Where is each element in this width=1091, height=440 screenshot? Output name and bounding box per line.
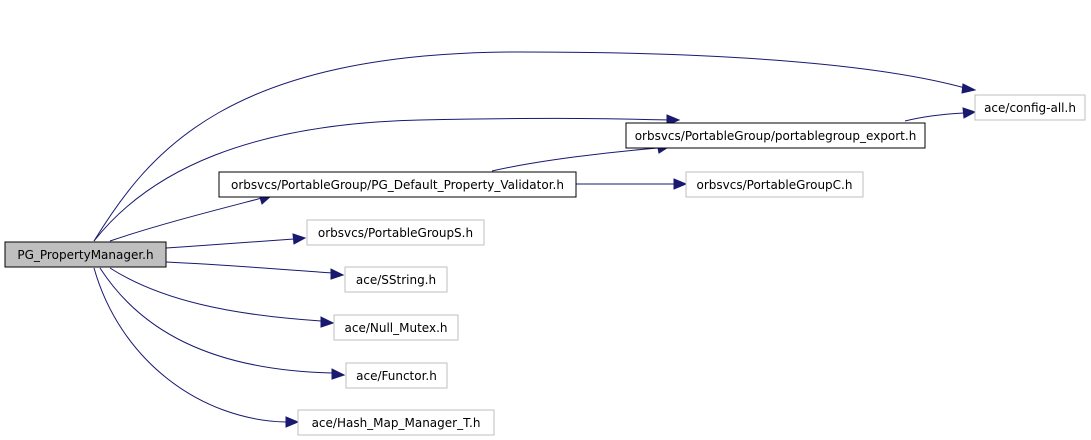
node-sstring[interactable]: ace/SString.h: [344, 266, 448, 293]
node-sstring-label: ace/SString.h: [356, 273, 436, 287]
edge-validator-to-groupc: [576, 178, 688, 190]
node-portablegroup-export[interactable]: orbsvcs/PortableGroup/portablegroup_expo…: [625, 122, 926, 149]
node-portablegroup-export-label: orbsvcs/PortableGroup/portablegroup_expo…: [635, 129, 917, 143]
node-hash-map-manager-t[interactable]: ace/Hash_Map_Manager_T.h: [297, 409, 495, 436]
node-functor-label: ace/Functor.h: [356, 369, 437, 383]
edge-export-to-config-all: [904, 107, 977, 122]
edge-root-to-hash-map: [93, 267, 300, 428]
edge-root-to-groups: [165, 233, 307, 249]
node-portablegroupc-label: orbsvcs/PortableGroupC.h: [697, 178, 853, 192]
node-functor[interactable]: ace/Functor.h: [345, 362, 448, 389]
edge-root-to-functor: [99, 267, 346, 380]
node-portablegroups[interactable]: orbsvcs/PortableGroupS.h: [306, 219, 485, 246]
nodes: PG_PropertyManager.h ace/config-all.h or…: [4, 94, 1086, 436]
node-portablegroupc[interactable]: orbsvcs/PortableGroupC.h: [685, 171, 864, 198]
edge-root-to-sstring: [165, 261, 345, 280]
node-pg-default-property-validator[interactable]: orbsvcs/PortableGroup/PG_Default_Propert…: [218, 171, 577, 198]
edge-root-to-null-mutex: [109, 267, 335, 328]
node-null-mutex[interactable]: ace/Null_Mutex.h: [333, 314, 459, 341]
node-config-all[interactable]: ace/config-all.h: [974, 94, 1086, 121]
edges: [93, 51, 977, 428]
node-root-label: PG_PropertyManager.h: [17, 248, 153, 262]
node-portablegroups-label: orbsvcs/PortableGroupS.h: [318, 226, 473, 240]
node-null-mutex-label: ace/Null_Mutex.h: [345, 321, 448, 335]
node-pg-default-property-validator-label: orbsvcs/PortableGroup/PG_Default_Propert…: [231, 178, 564, 192]
node-hash-map-manager-t-label: ace/Hash_Map_Manager_T.h: [312, 416, 481, 430]
edge-root-to-config-all: [93, 51, 977, 242]
node-config-all-label: ace/config-all.h: [984, 101, 1076, 115]
node-root: PG_PropertyManager.h: [4, 241, 167, 268]
